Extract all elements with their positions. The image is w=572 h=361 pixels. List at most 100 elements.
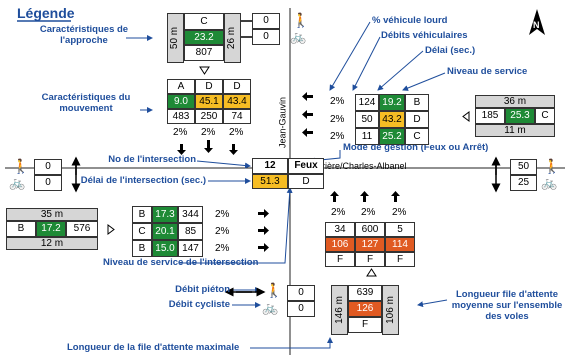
west-bike-flow: 0 — [34, 175, 62, 191]
west-mvt-3-delay: 15.0 — [152, 240, 178, 257]
label-intersection-number: No de l'intersection — [108, 154, 196, 165]
east-avg-queue: 11 m — [475, 124, 555, 137]
east-approach-delay: 25.3 — [505, 108, 535, 124]
south-ped-flow: 0 — [287, 285, 315, 301]
west-mvt-1-volume: 344 — [178, 206, 203, 223]
east-mvt-3-volume: 11 — [355, 128, 379, 145]
west-mvt-3-los: B — [132, 240, 152, 257]
street-ns-name: Jean-Gauvin — [277, 96, 288, 149]
north-avg-queue: 26 m — [226, 26, 238, 50]
north-mvt-3-volume: 74 — [223, 109, 251, 124]
south-max-queue: 146 m — [333, 296, 345, 324]
label-los: Niveau de service — [447, 66, 528, 77]
pedestrian-icon: 🚶 — [292, 12, 310, 28]
north-mvt-1-delay: 9.0 — [167, 94, 195, 109]
north-mvt-3-delay: 43.4 — [223, 94, 251, 109]
east-mvt-1-hv: 2% — [330, 96, 345, 107]
west-max-queue: 35 m — [6, 208, 98, 221]
west-mvt-2-los: C — [132, 223, 152, 240]
south-mvt-1-hv: 2% — [331, 207, 346, 218]
label-intersection-los: Niveau de service de l'intersection — [103, 257, 259, 268]
south-mvt-3-hv: 2% — [392, 207, 407, 218]
label-bike-flow: Débit cycliste — [168, 299, 230, 310]
east-mvt-1-delay: 19.2 — [379, 94, 405, 111]
north-mvt-3-hv: 2% — [229, 127, 244, 138]
west-approach-volume: 576 — [66, 221, 98, 237]
east-mvt-3-los: C — [405, 128, 429, 145]
east-ped-flow: 50 — [510, 159, 537, 175]
south-mvt-1-los: F — [325, 252, 355, 267]
west-mvt-1-hv: 2% — [215, 209, 230, 220]
west-ped-flow: 0 — [34, 159, 62, 175]
south-approach-volume: 639 — [348, 285, 382, 301]
north-approach-los: C — [184, 13, 224, 30]
south-bike-flow: 0 — [287, 301, 315, 317]
east-mvt-2-delay: 43.2 — [379, 111, 405, 128]
north-movement-arrows — [177, 140, 238, 155]
west-mvt-2-hv: 2% — [215, 226, 230, 237]
east-mvt-1-los: B — [405, 94, 429, 111]
south-mvt-2-volume: 600 — [355, 222, 385, 237]
label-heavy-vehicle: % véhicule lourd — [372, 15, 448, 26]
west-mvt-3-volume: 147 — [178, 240, 203, 257]
west-mvt-1-los: B — [132, 206, 152, 223]
north-approach-volume: 807 — [184, 45, 224, 61]
south-movement-arrows — [330, 191, 400, 202]
label-intersection-delay: Délai de l'intersection (sec.) — [80, 175, 206, 186]
street-ew-name: Hêtrière/Charles-Albanel — [308, 161, 407, 171]
north-mvt-2-hv: 2% — [201, 127, 216, 138]
north-mvt-2-delay: 45.1 — [195, 94, 223, 109]
north-mvt-1-hv: 2% — [173, 127, 188, 138]
south-mvt-2-delay: 127 — [355, 237, 385, 252]
north-mvt-2-los: D — [195, 79, 223, 94]
north-mvt-1-volume: 483 — [167, 109, 195, 124]
east-mvt-2-hv: 2% — [330, 114, 345, 125]
west-mvt-2-volume: 85 — [178, 223, 203, 240]
label-approach: Caractéristiques de l'approche — [39, 24, 129, 46]
north-approach-delay: 23.2 — [184, 30, 224, 45]
south-mvt-2-hv: 2% — [361, 207, 376, 218]
south-mvt-2-los: F — [355, 252, 385, 267]
south-max-queue-box: 146 m — [331, 285, 348, 335]
compass-label: N — [533, 20, 540, 30]
pedestrian-icon: 🚶 — [265, 282, 283, 298]
intersection-number: 12 — [252, 158, 288, 174]
legend-title: Légende — [17, 5, 75, 21]
west-approach-los: B — [6, 221, 36, 237]
intersection-control: Feux — [288, 158, 324, 174]
east-approach-volume: 185 — [475, 108, 505, 124]
south-mvt-3-delay: 114 — [385, 237, 415, 252]
bicycle-icon: 🚲 — [262, 300, 279, 315]
bicycle-icon: 🚲 — [9, 175, 26, 190]
north-mvt-2-volume: 250 — [195, 109, 223, 124]
west-avg-queue: 12 m — [6, 237, 98, 250]
east-mvt-1-volume: 124 — [355, 94, 379, 111]
east-approach-los: C — [535, 108, 555, 124]
north-mvt-1-los: A — [167, 79, 195, 94]
label-movement: Caractéristiques du mouvement — [41, 92, 131, 114]
label-ped-flow: Débit piéton — [175, 284, 230, 295]
west-movement-arrows — [258, 209, 269, 252]
north-max-queue-box: 50 m — [167, 13, 184, 63]
label-avg-queue: Longueur file d'attente moyenne sur l'en… — [451, 289, 563, 322]
bicycle-icon: 🚲 — [541, 175, 558, 190]
east-movement-arrows — [302, 92, 313, 137]
south-avg-queue-box: 106 m — [382, 285, 399, 335]
south-avg-queue: 106 m — [384, 296, 396, 324]
north-bike-flow: 0 — [252, 29, 280, 45]
west-mvt-3-hv: 2% — [215, 243, 230, 254]
south-mvt-1-volume: 34 — [325, 222, 355, 237]
west-mvt-1-delay: 17.3 — [152, 206, 178, 223]
north-mvt-3-los: D — [223, 79, 251, 94]
intersection-delay: 51.3 — [252, 174, 288, 189]
north-ped-flow: 0 — [252, 13, 280, 29]
label-vehicle-flow: Débits véhiculaires — [381, 30, 468, 41]
label-delay: Délai (sec.) — [425, 45, 476, 56]
intersection-los: D — [288, 174, 324, 189]
north-avg-queue-box: 26 m — [224, 13, 241, 63]
east-max-queue: 36 m — [475, 95, 555, 108]
south-mvt-3-volume: 5 — [385, 222, 415, 237]
east-mvt-2-volume: 50 — [355, 111, 379, 128]
bicycle-icon: 🚲 — [290, 29, 307, 44]
